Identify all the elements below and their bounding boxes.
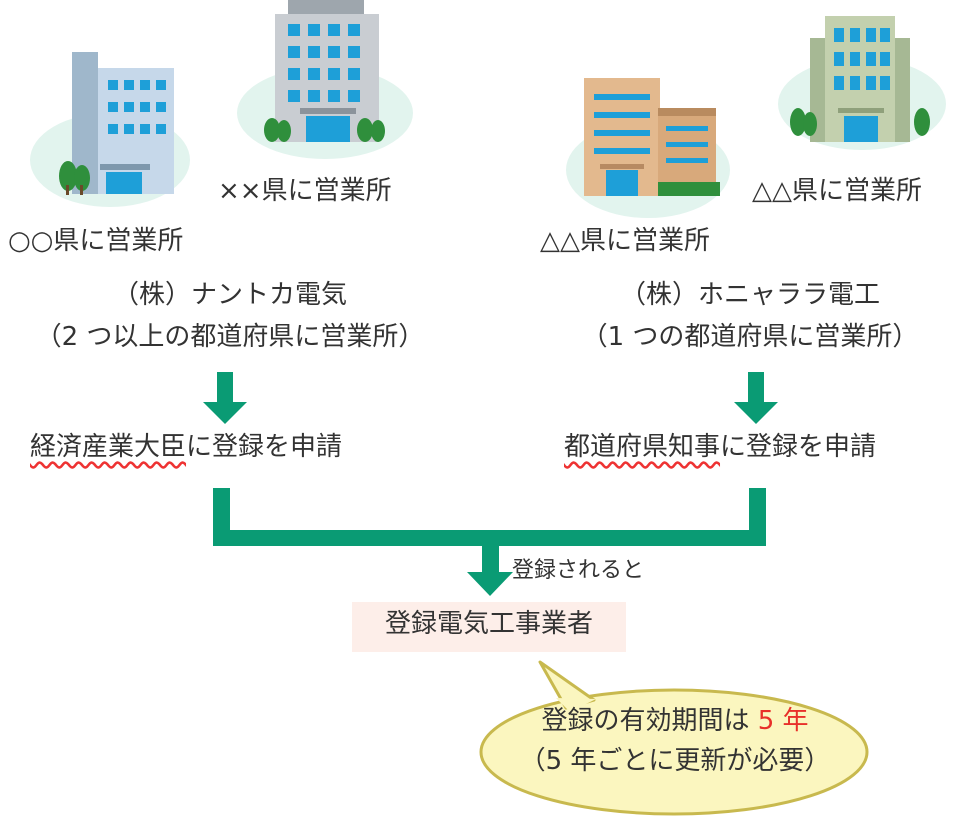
result-box bbox=[352, 602, 626, 652]
office-building-illustration bbox=[566, 78, 730, 218]
validity-years: 5 年 bbox=[757, 706, 809, 736]
registration-left: 経済産業大臣に登録を申請 bbox=[30, 432, 342, 463]
result-label: 登録電気工事業者 bbox=[384, 609, 593, 639]
minister-term: 経済産業大臣 bbox=[30, 432, 187, 462]
governor-term: 都道府県知事 bbox=[564, 432, 721, 462]
merge-label: 登録されると bbox=[512, 558, 645, 583]
office-building-illustration bbox=[237, 0, 413, 159]
validity-prefix: 登録の有効期間は bbox=[541, 706, 758, 736]
registration-suffix: に登録を申請 bbox=[186, 432, 343, 462]
company-name: （株）ホニャララ電工 bbox=[619, 280, 880, 310]
company-note: （2 つ以上の都道府県に営業所） bbox=[35, 322, 425, 352]
office-building-illustration bbox=[778, 16, 946, 150]
registration-right: 都道府県知事に登録を申請 bbox=[564, 432, 876, 463]
company-note: （1 つの都道府県に営業所） bbox=[581, 322, 919, 352]
office-label: ○○県に営業所 bbox=[8, 226, 184, 256]
office-label: △△県に営業所 bbox=[540, 226, 710, 256]
registration-suffix: に登録を申請 bbox=[720, 432, 877, 462]
office-label: △△県に営業所 bbox=[752, 176, 922, 206]
office-label: ××県に営業所 bbox=[218, 176, 392, 206]
office-building-illustration bbox=[30, 52, 190, 207]
validity-period: 登録の有効期間は 5 年 bbox=[480, 706, 870, 737]
company-name: （株）ナントカ電気 bbox=[112, 280, 347, 310]
speech-bubble bbox=[479, 660, 869, 816]
renewal-note: （5 年ごとに更新が必要） bbox=[519, 746, 831, 776]
